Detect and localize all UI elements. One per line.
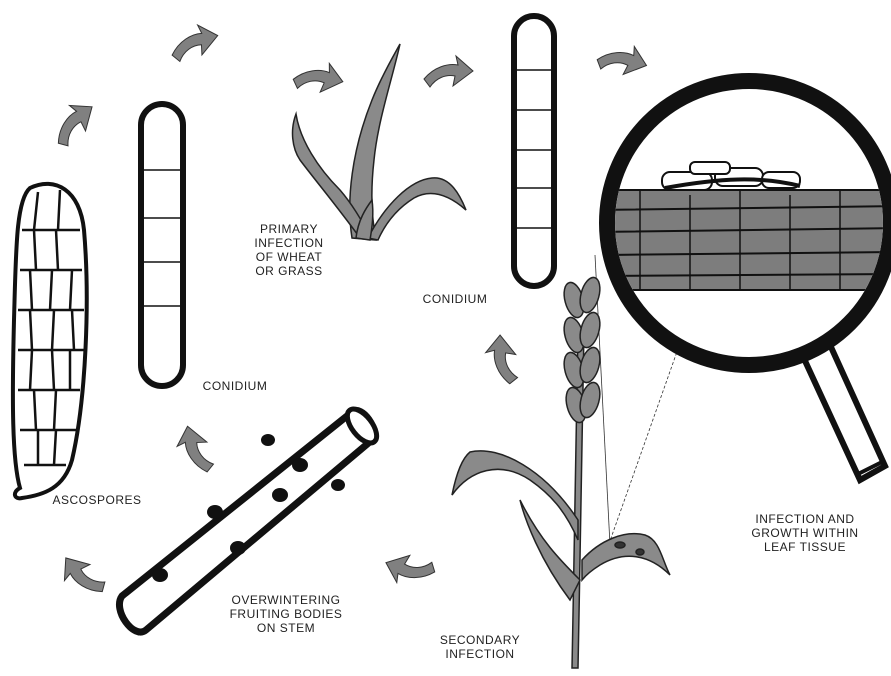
label-conidium-left: CONIDIUM: [190, 379, 280, 393]
cycle-arrow-1: [167, 21, 222, 63]
conidium-top-illustration: [514, 16, 554, 286]
cycle-arrow-4: [424, 56, 473, 87]
wheat-plant-illustration: [452, 275, 670, 668]
label-leaf-tissue: INFECTION AND GROWTH WITHIN LEAF TISSUE: [745, 512, 865, 554]
ascus-illustration: [13, 184, 87, 498]
cycle-arrow-6: [485, 335, 518, 385]
cycle-arrow-9: [54, 548, 109, 606]
magnifier-illustration: [595, 81, 891, 555]
label-ascospores: ASCOSPORES: [42, 493, 152, 507]
cycle-arrow-5: [595, 38, 651, 81]
label-conidium-top: CONIDIUM: [410, 292, 500, 306]
label-overwintering: OVERWINTERING FRUITING BODIES ON STEM: [226, 593, 346, 635]
conidium-left-illustration: [141, 104, 183, 386]
cycle-arrow-3: [292, 57, 346, 98]
label-primary-infection: PRIMARY INFECTION OF WHEAT OR GRASS: [244, 222, 334, 278]
cycle-arrow-8: [173, 422, 215, 477]
cycle-arrow-7: [381, 548, 438, 594]
cycle-arrow-2: [44, 95, 102, 150]
label-secondary-infection: SECONDARY INFECTION: [430, 633, 530, 661]
